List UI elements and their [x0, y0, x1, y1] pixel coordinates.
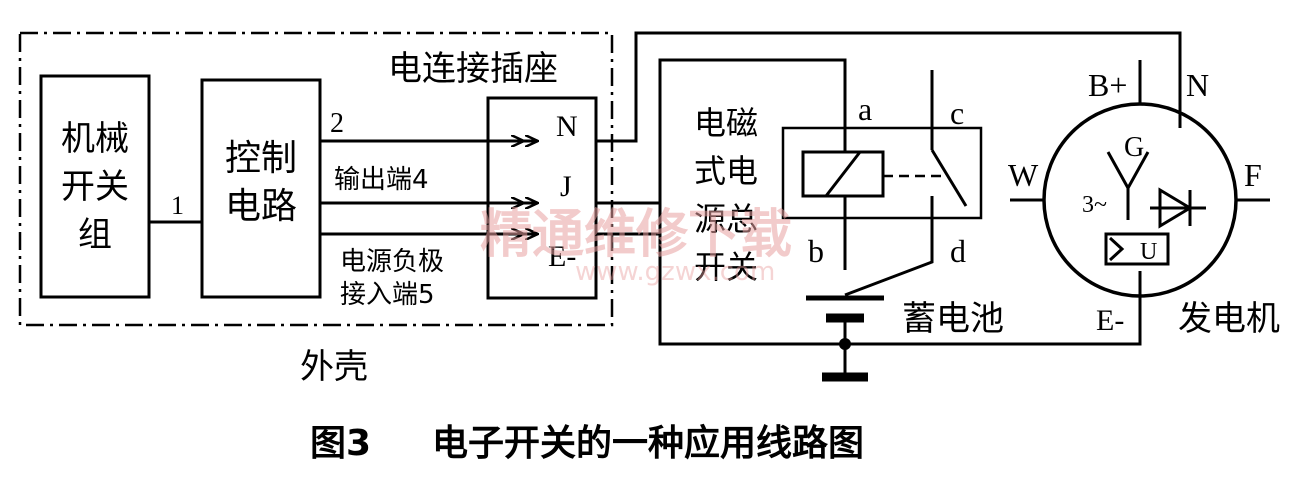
control-circuit: 控制 电路	[200, 78, 322, 299]
gen-e-minus-label: E-	[1096, 304, 1124, 337]
main-switch-line-1: 电磁	[694, 104, 758, 142]
relay-enclosure	[781, 126, 983, 220]
terminal-d: d	[950, 233, 966, 269]
output-4-label: 输出端4	[334, 165, 429, 195]
mech-switch-line-1: 机械	[61, 119, 129, 159]
battery-ground-node	[839, 338, 851, 350]
socket-pin-j: J	[560, 170, 572, 203]
watermark-cn: 精通维修下载	[480, 205, 792, 265]
main-switch-line-2: 式电	[694, 152, 758, 190]
caption-title: 电子开关的一种应用线路图	[432, 423, 864, 464]
generator	[1010, 60, 1270, 344]
control-line-1: 控制	[225, 138, 297, 179]
contact-blade	[930, 149, 968, 207]
relay-coil-slash	[824, 151, 862, 197]
mech-switch-box	[39, 74, 151, 299]
regulator-chevron	[1108, 236, 1125, 262]
generator-label: 发电机	[1178, 299, 1280, 339]
housing-dashed-outline	[18, 31, 614, 327]
socket-block	[486, 96, 598, 300]
socket-pin-n: N	[556, 110, 578, 143]
caption-fig: 图3	[310, 423, 371, 464]
wire-n-to-generator	[596, 31, 1182, 143]
housing-label: 外壳	[300, 347, 368, 387]
mech-switch-group: 机械 开关 组	[39, 74, 151, 299]
battery-label: 蓄电池	[902, 299, 1004, 339]
gen-g-label: G	[1124, 132, 1144, 163]
terminal-b: b	[808, 233, 824, 269]
socket-pin-e: E-	[548, 240, 576, 273]
mech-switch-line-2: 开关	[61, 167, 129, 207]
main-switch-outline	[658, 58, 847, 234]
main-power-switch: 电磁 式电 源总 开关	[658, 58, 847, 286]
terminal-c: c	[950, 95, 964, 131]
gen-3phase-label: 3~	[1082, 192, 1107, 218]
gen-f-label: F	[1244, 157, 1262, 193]
wire-1-label: 1	[171, 191, 184, 220]
gen-n-label: N	[1186, 67, 1209, 103]
gen-w-label: W	[1008, 157, 1039, 193]
relay-coil	[801, 150, 885, 198]
gen-b-plus-label: B+	[1088, 67, 1127, 103]
main-switch-line-4: 开关	[694, 248, 758, 286]
gen-u-label: U	[1140, 239, 1157, 265]
battery	[806, 295, 884, 382]
control-line-2: 电路	[225, 186, 297, 227]
socket-label: 电连接插座	[388, 49, 558, 89]
negative-5-label-1: 电源负极	[340, 247, 444, 277]
regulator-box	[1104, 232, 1170, 266]
control-circuit-box	[200, 78, 322, 299]
mech-switch-line-3: 组	[78, 215, 112, 255]
main-switch-line-3: 源总	[694, 200, 758, 238]
watermark-url: www.gzwx.com	[575, 257, 775, 287]
negative-5-label-2: 接入端5	[340, 280, 435, 310]
contact-d-lead	[844, 196, 934, 297]
wire-2-label: 2	[330, 108, 344, 139]
terminal-a: a	[858, 91, 872, 127]
